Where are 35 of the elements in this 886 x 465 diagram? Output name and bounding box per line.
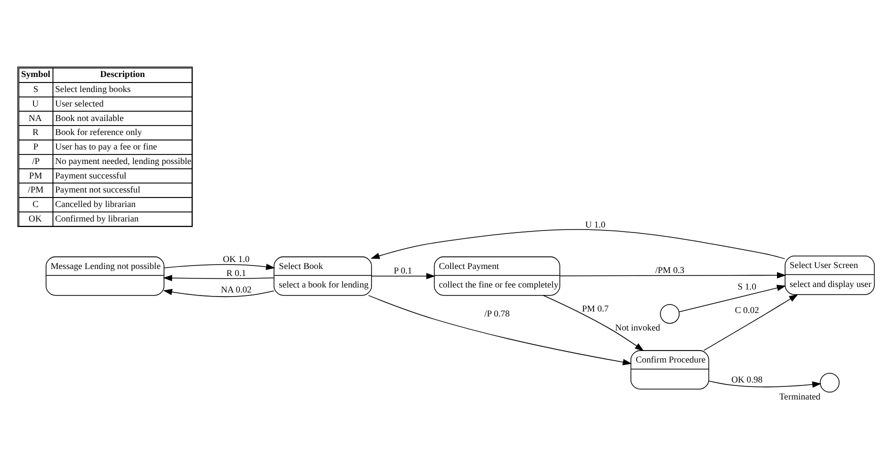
- label: Payment not successful: [55, 184, 140, 194]
- label: NA: [28, 112, 42, 122]
- label: U: [32, 98, 39, 108]
- edge-label: P 0.1: [394, 265, 412, 276]
- edge-label: U 1.0: [585, 218, 606, 229]
- label: Book for reference only: [55, 126, 142, 137]
- label: Book not available: [55, 112, 124, 122]
- edge-label: C 0.02: [734, 304, 760, 314]
- label: PM: [29, 170, 42, 180]
- edge-label: S 1.0: [738, 280, 756, 291]
- edge-label: /P 0.78: [484, 308, 510, 318]
- edge-label: /PM 0.3: [655, 264, 684, 274]
- label: User has to pay a fee or fine: [55, 141, 158, 152]
- label: Confirmed by librarian: [55, 212, 139, 223]
- label: S: [33, 84, 38, 94]
- label: /PM: [28, 184, 44, 194]
- label: C: [32, 198, 39, 208]
- label: Symbol: [21, 68, 50, 78]
- label: /P: [32, 155, 40, 166]
- label: OK: [28, 212, 42, 223]
- edge-label: OK 0.98: [731, 374, 763, 384]
- label: R: [32, 126, 39, 137]
- label: Cancelled by librarian: [55, 198, 136, 208]
- label: No payment needed, lending possible: [55, 155, 192, 166]
- edge-label: NA 0.02: [220, 284, 252, 294]
- label: Select lending books: [55, 84, 131, 94]
- edge-label: R 0.1: [226, 267, 246, 278]
- label: Description: [100, 68, 145, 78]
- label: User selected: [55, 98, 104, 108]
- edge-label: PM 0.7: [582, 302, 609, 313]
- node-label: Not invoked: [615, 322, 660, 332]
- label: P: [33, 141, 38, 152]
- node-label: Terminated: [779, 390, 820, 401]
- label: Payment successful: [55, 170, 126, 180]
- edge-label: OK 1.0: [222, 254, 250, 264]
